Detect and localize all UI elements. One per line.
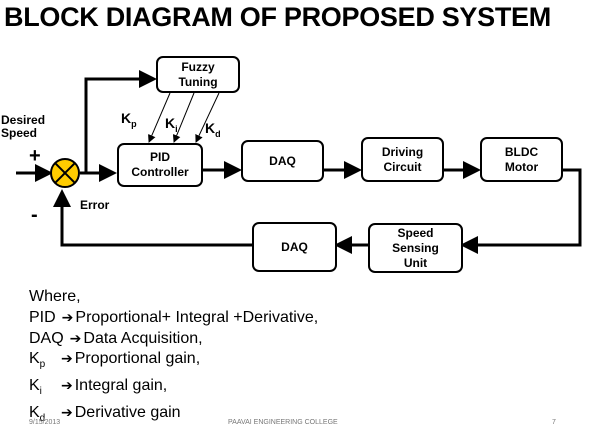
legend-term: DAQ (29, 329, 64, 347)
right-arrow-icon: ➔ (61, 309, 74, 326)
right-arrow-icon: ➔ (61, 378, 73, 395)
daq-feedback-block: DAQ (252, 222, 337, 272)
plus-sign: + (29, 145, 41, 167)
footer-date: 9/15/2013 (29, 419, 61, 426)
ki-arrow (172, 92, 195, 143)
legend-term: PID (29, 308, 56, 326)
driving-circuit-block: Driving Circuit (361, 137, 444, 182)
page-title: BLOCK DIAGRAM OF PROPOSED SYSTEM (4, 2, 551, 32)
legend-term: Ki (29, 377, 42, 398)
bldc-to-sensor-line (460, 168, 582, 254)
legend-item: Ki ➔Integral gain, (29, 376, 318, 403)
pid-controller-block: PID Controller (117, 143, 203, 187)
feedback-line (53, 189, 252, 247)
bldc-motor-block: BLDC Motor (480, 137, 563, 182)
daq-forward-block: DAQ (241, 140, 324, 182)
footer-page-number: 7 (552, 419, 556, 426)
speed-sensing-unit-block: Speed Sensing Unit (368, 223, 463, 273)
legend-definition: Integral gain, (74, 377, 168, 395)
kp-arrow (148, 92, 171, 143)
legend-definition: Proportional+ Integral +Derivative, (75, 308, 319, 326)
right-arrow-icon: ➔ (61, 351, 73, 368)
desired-speed-label: Desired Speed (1, 113, 46, 140)
error-to-fuzzy-line (84, 70, 157, 173)
legend-item: Kd ➔Derivative gain (29, 403, 318, 430)
right-arrow-icon: ➔ (69, 330, 82, 347)
error-label: Error (80, 198, 110, 212)
kd-label: Kd (205, 120, 221, 139)
ki-label: Ki (165, 115, 178, 134)
legend-term: Kp (29, 350, 46, 371)
legend-item: PID ➔Proportional+ Integral +Derivative, (29, 308, 318, 329)
legend-item: Kp ➔Proportional gain, (29, 349, 318, 376)
legend-item: DAQ ➔Data Acquisition, (29, 329, 318, 350)
footer-org: PAAVAI ENGINEERING COLLEGE (228, 419, 338, 426)
legend-term: Kd (29, 404, 46, 425)
minus-sign: - (31, 204, 38, 226)
fuzzy-tuning-block: Fuzzy Tuning (156, 56, 240, 93)
legend-definition: Data Acquisition, (83, 329, 203, 347)
kd-arrow (195, 92, 220, 143)
legend-definition: Derivative gain (74, 404, 181, 422)
legend-intro: Where, (29, 288, 81, 305)
legend: Where, PID➔Proportional+ Integral +Deriv… (29, 287, 318, 430)
right-arrow-icon: ➔ (61, 405, 73, 422)
legend-definition: Proportional gain, (74, 350, 201, 368)
kp-label: Kp (121, 110, 137, 129)
summing-junction (50, 158, 80, 188)
